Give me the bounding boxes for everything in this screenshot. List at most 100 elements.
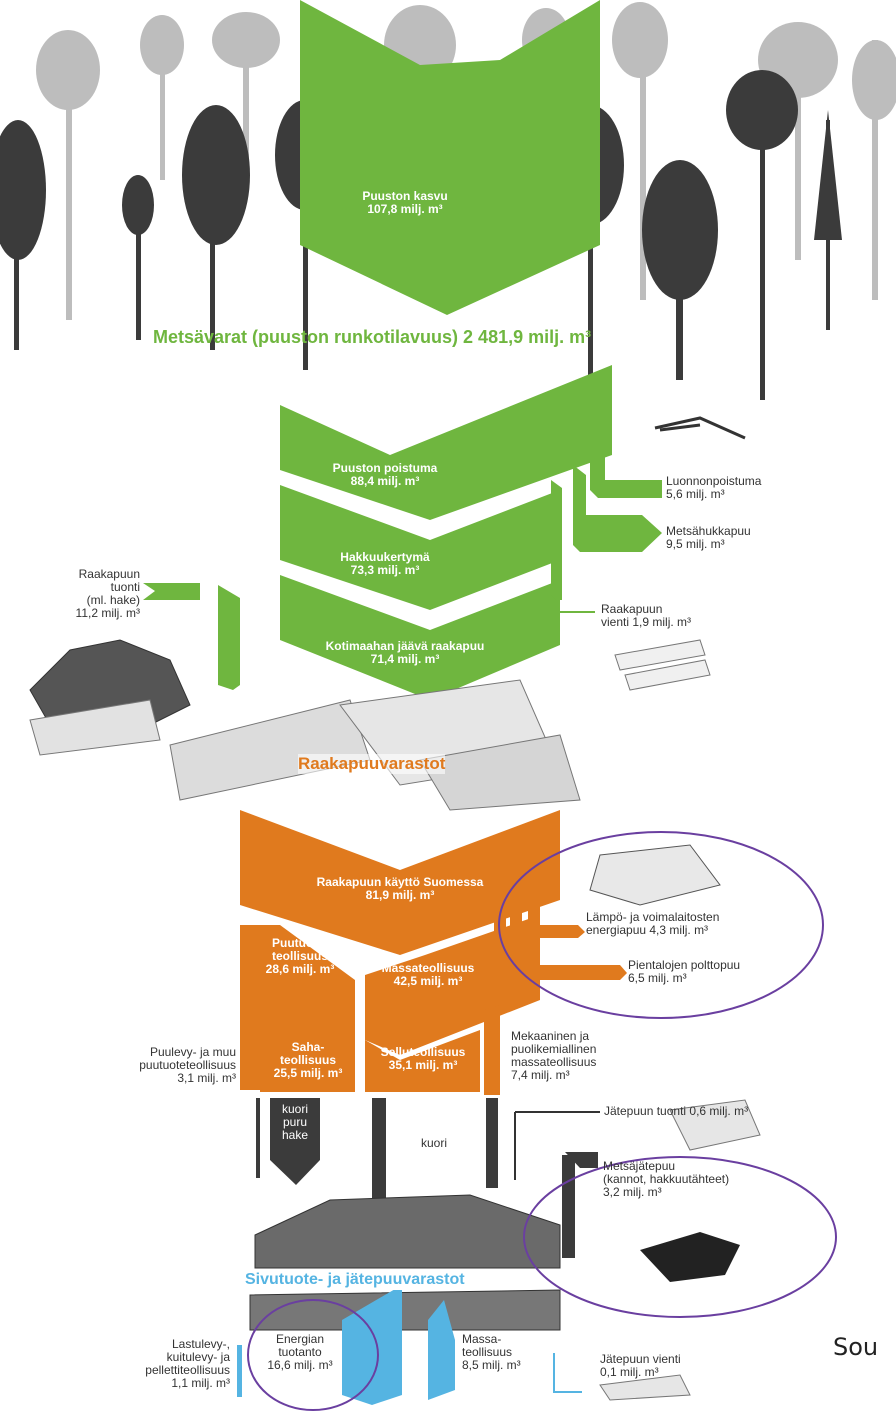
heat-power-line: Lämpö- ja voimalaitosten — [586, 910, 720, 924]
export-line — [554, 600, 595, 613]
raw-wood-use-value: 81,9 milj. m³ — [365, 888, 435, 902]
fellings-label: Hakkuukertymä 73,3 milj. m³ — [320, 551, 450, 577]
natural-drain-value: 5,6 milj. m³ — [666, 487, 725, 501]
pulp-bottom-line: Massa- — [462, 1332, 502, 1346]
drain-value: 88,4 milj. m³ — [350, 474, 420, 488]
waste-wood-icon — [669, 1099, 761, 1151]
domestic-value: 71,4 milj. m³ — [370, 652, 440, 666]
stump-icon — [640, 1232, 740, 1282]
energy-wood-icon — [589, 844, 721, 906]
heat-power-label: Lämpö- ja voimalaitosten energiapuu 4,3 … — [586, 911, 719, 937]
fellings-name: Hakkuukertymä — [340, 550, 430, 564]
import-line: 11,2 milj. m³ — [75, 606, 140, 620]
forest-residue-label: Metsähukkapuu 9,5 milj. m³ — [666, 525, 751, 551]
bark-chips-line: hake — [281, 1128, 309, 1142]
bark-chips-line: puru — [282, 1115, 308, 1129]
small-houses-label: Pientalojen polttopuu 6,5 milj. m³ — [628, 959, 740, 985]
raw-wood-storage-title: Raakapuuvarastot — [298, 754, 446, 774]
sawmill-line: Saha- — [291, 1040, 325, 1054]
by-product-storage-title: Sivutuote- ja jätepuuvarastot — [245, 1270, 465, 1290]
residue-pile-lower — [249, 1289, 561, 1331]
export-waste-icon — [599, 1374, 691, 1401]
pulp-bottom-label: Massa- teollisuus 8,5 milj. m³ — [462, 1333, 521, 1372]
forest-resources-title: Metsävarat (puuston runkotilavuus) 2 481… — [153, 327, 592, 347]
pulp-industry-value: 42,5 milj. m³ — [393, 974, 463, 988]
particleboard-line: kuitulevy- ja — [166, 1350, 230, 1364]
bark-sawdust-chips-label: kuori puru hake — [272, 1103, 318, 1142]
waste-import-label: Jätepuun tuonti 0,6 milj. m³ — [604, 1104, 749, 1118]
wood-products-line: Puutuote- — [272, 936, 328, 950]
waste-export-line: 0,1 milj. m³ — [600, 1365, 659, 1379]
side-green-flows — [143, 455, 662, 690]
export-name: Raakapuun — [601, 602, 663, 616]
mechanical-pulp-line: puolikemiallinen — [511, 1042, 597, 1056]
pulp-industry-name: Massateollisuus — [381, 961, 475, 975]
cellulose-label: Selluteollisuus 35,1 milj. m³ — [366, 1046, 480, 1072]
residue-pile — [254, 1194, 561, 1269]
growth-name: Puuston kasvu — [362, 189, 448, 203]
fellings-value: 73,3 milj. m³ — [350, 563, 420, 577]
particleboard-line: Lastulevy-, — [171, 1337, 230, 1351]
cellulose-name: Selluteollisuus — [380, 1045, 466, 1059]
import-label: Raakapuun tuonti (ml. hake) 11,2 milj. m… — [30, 568, 140, 620]
import-line: (ml. hake) — [86, 593, 140, 607]
growth-arrow — [300, 0, 600, 315]
drain-label: Puuston poistuma 88,4 milj. m³ — [320, 462, 450, 488]
pulp-bottom-line: 8,5 milj. m³ — [462, 1358, 521, 1372]
natural-drain-icon — [654, 416, 746, 440]
energy-production-line: Energian — [275, 1332, 325, 1346]
panels-line: puutuoteteollisuus — [139, 1058, 236, 1072]
forest-waste-line: 3,2 milj. m³ — [603, 1185, 662, 1199]
waste-export-line: Jätepuun vienti — [600, 1352, 681, 1366]
bark-chips-line: kuori — [281, 1102, 308, 1116]
sawmill-line: teollisuus — [279, 1053, 336, 1067]
waste-export-label: Jätepuun vienti 0,1 milj. m³ — [600, 1353, 681, 1379]
natural-drain-name: Luonnonpoistuma — [666, 474, 762, 488]
energy-production-line: 16,6 milj. m³ — [267, 1358, 333, 1372]
drain-name: Puuston poistuma — [332, 461, 438, 475]
bark-residue-flows — [256, 1098, 600, 1258]
panels-line: Puulevy- ja muu — [149, 1045, 236, 1059]
source-text: Sou — [833, 1333, 879, 1361]
raw-wood-use-name: Raakapuun käyttö Suomessa — [316, 875, 484, 889]
heat-power-line: energiapuu 4,3 milj. m³ — [586, 923, 709, 937]
highlight-ellipses — [247, 831, 837, 1411]
wood-products-line: teollisuus — [271, 949, 328, 963]
bark-label: kuori — [421, 1136, 448, 1150]
particleboard-line: 1,1 milj. m³ — [171, 1376, 230, 1390]
small-houses-line: Pientalojen polttopuu — [628, 958, 741, 972]
log-piles — [29, 639, 711, 811]
pulp-bottom-line: teollisuus — [462, 1345, 513, 1359]
panels-line: 3,1 milj. m³ — [177, 1071, 236, 1085]
forest-waste-label: Metsäjätepuu (kannot, hakkuutähteet) 3,2… — [603, 1160, 729, 1199]
cellulose-value: 35,1 milj. m³ — [388, 1058, 458, 1072]
pulp-industry-label: Massateollisuus 42,5 milj. m³ — [368, 962, 488, 988]
domestic-name: Kotimaahan jäävä raakapuu — [325, 639, 485, 653]
wood-products-label: Puutuote- teollisuus 28,6 milj. m³ — [250, 937, 350, 976]
import-line: Raakapuun — [78, 567, 140, 581]
domestic-label: Kotimaahan jäävä raakapuu 71,4 milj. m³ — [300, 640, 510, 666]
mechanical-pulp-line: massateollisuus — [511, 1055, 597, 1069]
forest-residue-name: Metsähukkapuu — [666, 524, 751, 538]
forest-waste-line: (kannot, hakkuutähteet) — [603, 1172, 730, 1186]
growth-label: Puuston kasvu 107,8 milj. m³ — [340, 190, 470, 216]
particleboard-label: Lastulevy-, kuitulevy- ja pellettiteolli… — [120, 1338, 230, 1390]
drain-flow-stack — [280, 365, 612, 700]
export-label: Raakapuun vienti 1,9 milj. m³ — [601, 603, 691, 629]
raw-wood-use-label: Raakapuun käyttö Suomessa 81,9 milj. m³ — [290, 876, 510, 902]
mechanical-pulp-label: Mekaaninen ja puolikemiallinen massateol… — [511, 1030, 596, 1082]
wood-products-line: 28,6 milj. m³ — [265, 962, 335, 976]
import-line: tuonti — [110, 580, 140, 594]
sawmill-line: 25,5 milj. m³ — [273, 1066, 343, 1080]
energy-production-label: Energian tuotanto 16,6 milj. m³ — [258, 1333, 342, 1372]
export-value: vienti 1,9 milj. m³ — [601, 615, 692, 629]
forest-waste-line: Metsäjätepuu — [603, 1159, 676, 1173]
natural-drain-label: Luonnonpoistuma 5,6 milj. m³ — [666, 475, 761, 501]
mechanical-pulp-line: Mekaaninen ja — [511, 1029, 590, 1043]
growth-value: 107,8 milj. m³ — [367, 202, 443, 216]
energy-production-line: tuotanto — [278, 1345, 322, 1359]
panels-label: Puulevy- ja muu puutuoteteollisuus 3,1 m… — [100, 1046, 236, 1085]
forest-residue-value: 9,5 milj. m³ — [666, 537, 725, 551]
